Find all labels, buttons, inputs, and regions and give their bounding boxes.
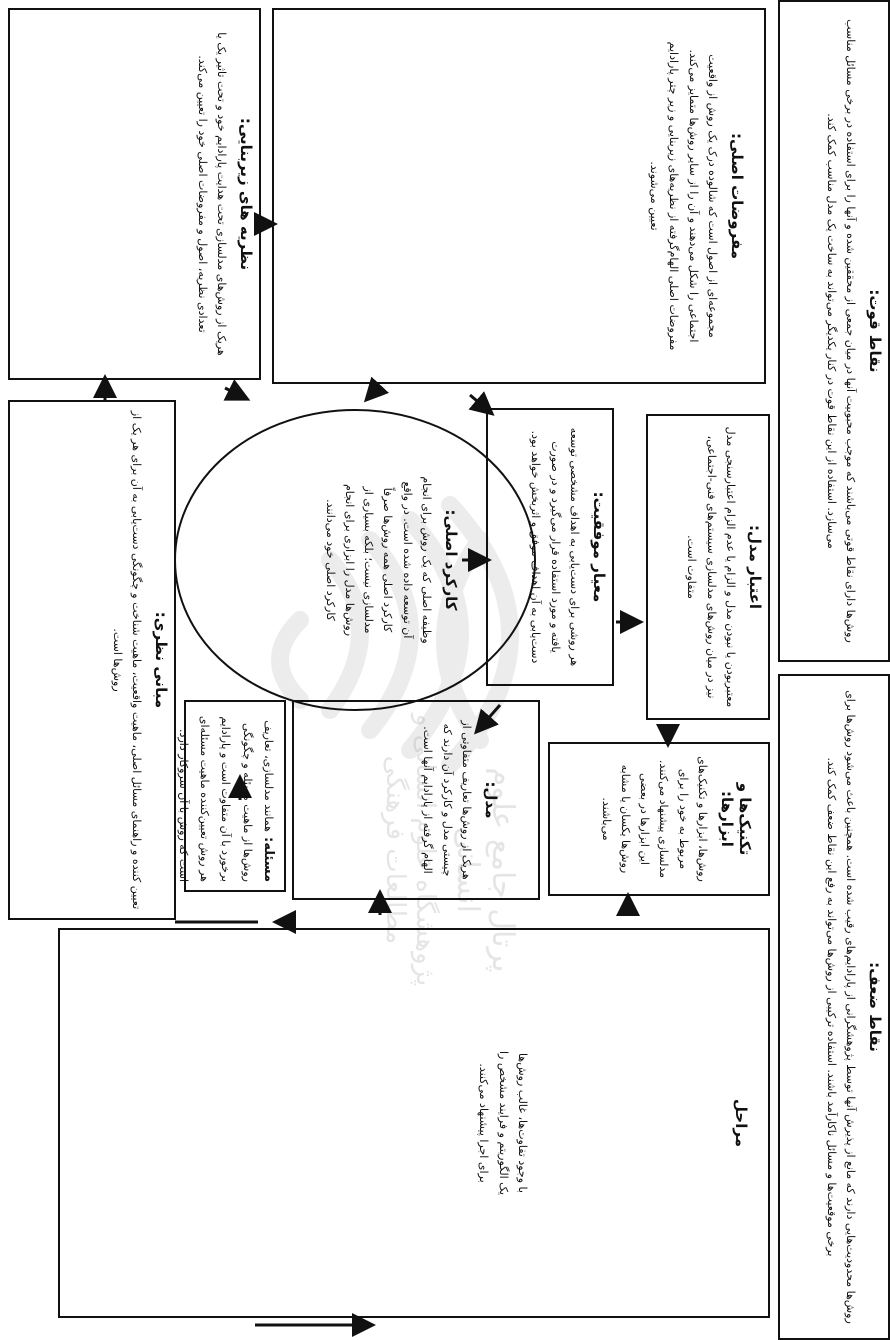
- model-title: مدل:: [482, 781, 500, 819]
- main-assumptions-box: [272, 8, 766, 384]
- problem-text: مسئله: همانند مدلسازی، تعاریف روش‌ها از …: [177, 700, 286, 892]
- main-function-text: کارکرد اصلی: وظیفه اصلی که یک روش برای ا…: [240, 450, 470, 670]
- techniques-body: روش‌ها، ابزارها و تکنیک‌های مربوط به خود…: [599, 756, 709, 882]
- underlying-theories-body: هریک از روش‌های مدلسازی تحت هدایت پارادا…: [195, 32, 228, 356]
- main-assumptions-body: مجموعه‌ای از اصول است که شالوده درک یک ر…: [648, 41, 719, 351]
- techniques-box: [548, 742, 770, 896]
- model-validity-box: [646, 414, 770, 720]
- main-assumptions-title: مفروضات اصلی:: [728, 132, 746, 260]
- underlying-theories-text: نظریه های زیربنایی: هریک از روش‌های مدلس…: [8, 8, 261, 380]
- main-function-body: وظیفه اصلی که یک روش برای انجام آن توسعه…: [323, 476, 433, 644]
- strengths-title: نقاط قوت:: [866, 289, 884, 373]
- model-body: هریک از روش‌ها تعاریف متفاوتی از چیستی م…: [421, 720, 474, 880]
- success-criterion-title: معیار موفقیت:: [590, 491, 608, 603]
- main-assumptions-text: مفروضات اصلی: مجموعه‌ای از اصول است که ش…: [272, 8, 766, 384]
- success-criterion-body: هر روشی برای دست‌یابی به اهداف مشخصی توس…: [529, 427, 582, 667]
- techniques-text: تکنیک‌ها و ابزارها: روش‌ها، ابزارها و تک…: [548, 742, 770, 896]
- stages-text: مراحل با وجود تفاوت‌ها، غالب روش‌ها یک ا…: [58, 928, 770, 1318]
- weaknesses-body: روش‌ها محدودیت‌هایی دارند که مانع از پذی…: [824, 690, 857, 1324]
- weaknesses-box: [778, 674, 890, 1340]
- model-validity-title: اعتبار مدل:: [746, 524, 764, 610]
- weaknesses-title: نقاط ضعف:: [866, 962, 884, 1052]
- theoretical-foundations-text: مبانی نظری: تعیین کننده و راهنمای مسائل …: [8, 400, 176, 920]
- weaknesses-text: نقاط ضعف: روش‌ها محدودیت‌هایی دارند که م…: [778, 674, 890, 1340]
- strengths-text: نقاط قوت: روش‌ها دارای نقاط قوتی می‌باشن…: [778, 0, 890, 662]
- strengths-body: روش‌ها دارای نقاط قوتی می‌باشند که موجب …: [824, 19, 857, 643]
- model-validity-text: اعتبار مدل: معتبربودن یا نبودن مدل و الز…: [646, 414, 770, 720]
- underlying-theories-title: نظریه های زیربنایی:: [237, 117, 255, 271]
- techniques-title: تکنیک‌ها و ابزارها:: [718, 782, 754, 856]
- main-function-title: کارکرد اصلی:: [442, 509, 460, 611]
- problem-title: مسئله:: [261, 837, 276, 882]
- model-validity-body: معتبربودن یا نبودن مدل و الزام یا عدم ال…: [685, 426, 738, 708]
- model-text: مدل: هریک از روش‌ها تعاریف متفاوتی از چی…: [292, 700, 540, 900]
- theoretical-foundations-body: تعیین کننده و راهنمای مسائل اصلی، ماهیت …: [110, 410, 143, 910]
- strengths-box: [778, 0, 890, 662]
- theoretical-foundations-title: مبانی نظری:: [152, 611, 170, 709]
- theoretical-foundations-box: [8, 400, 176, 920]
- stages-body: با وجود تفاوت‌ها، غالب روش‌ها یک الگوریت…: [477, 1050, 530, 1196]
- success-criterion-text: معیار موفقیت: هر روشی برای دست‌یابی به ا…: [486, 408, 614, 686]
- success-criterion-box: [486, 408, 614, 686]
- stages-box: [58, 928, 770, 1318]
- problem-box: [184, 700, 286, 892]
- underlying-theories-box: [8, 8, 261, 380]
- stages-title: مراحل: [732, 1099, 750, 1147]
